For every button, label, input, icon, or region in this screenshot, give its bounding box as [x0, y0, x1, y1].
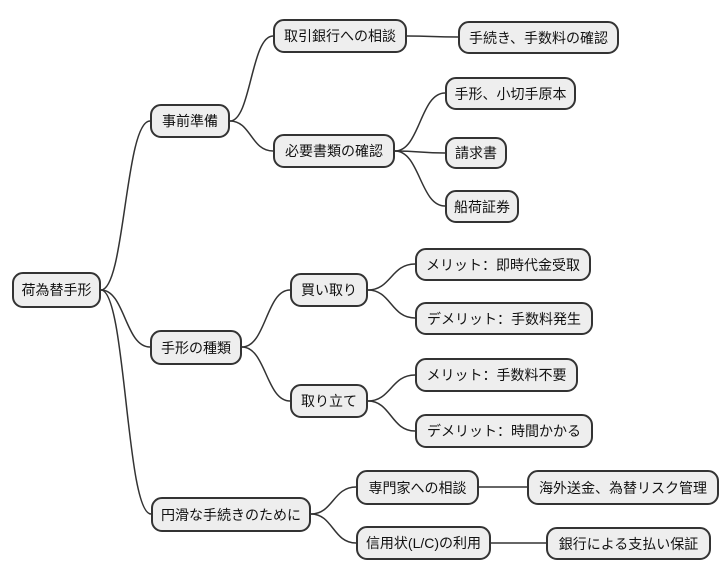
edge-root-smooth-proc: [100, 289, 152, 515]
node-collection-demerit: デメリット：時間かかる: [415, 414, 593, 448]
edge-docs-bl: [394, 150, 446, 207]
node-bill-check-original: 手形、小切手原本: [445, 77, 576, 110]
node-bank-payment-guarantee: 銀行による支払い保証: [546, 527, 711, 560]
node-bill-types: 手形の種類: [150, 330, 242, 365]
node-document-check: 必要書類の確認: [273, 134, 395, 168]
edge-smooth-expert: [310, 486, 357, 515]
edge-types-collection: [241, 346, 291, 402]
edge-prep-bank: [229, 35, 274, 122]
node-procedure-fee-check: 手続き、手数料の確認: [458, 21, 619, 54]
node-expert-consultation: 専門家への相談: [356, 470, 479, 505]
edge-docs-invoice: [394, 150, 446, 154]
edge-types-purchase: [241, 289, 291, 348]
node-smooth-procedure: 円滑な手続きのために: [151, 497, 311, 532]
edge-collection-merit: [367, 374, 416, 402]
node-letter-of-credit: 信用状(L/C)の利用: [356, 526, 491, 560]
node-collection: 取り立て: [290, 384, 368, 418]
edge-collection-demerit: [367, 400, 416, 432]
node-overseas-remittance: 海外送金、為替リスク管理: [527, 470, 719, 505]
node-purchase-demerit: デメリット：手数料発生: [415, 302, 593, 335]
node-purchase: 買い取り: [290, 273, 368, 307]
node-collection-merit: メリット：手数料不要: [415, 358, 578, 392]
node-bill-of-lading: 船荷証券: [445, 190, 519, 223]
edge-bank-fees: [406, 35, 459, 38]
node-bank-consultation: 取引銀行への相談: [273, 19, 407, 53]
edge-root-bill-types: [100, 289, 151, 348]
edge-prep-documents: [229, 120, 274, 152]
node-invoice: 請求書: [445, 137, 507, 169]
edge-root-preparation: [100, 120, 151, 291]
edge-smooth-lc: [310, 513, 357, 544]
edge-purchase-merit: [367, 263, 416, 291]
edge-docs-bill-check: [394, 92, 446, 152]
node-root: 荷為替手形: [12, 272, 101, 308]
edge-purchase-demerit: [367, 289, 416, 319]
node-preparation: 事前準備: [150, 104, 230, 138]
node-purchase-merit: メリット：即時代金受取: [415, 248, 591, 281]
